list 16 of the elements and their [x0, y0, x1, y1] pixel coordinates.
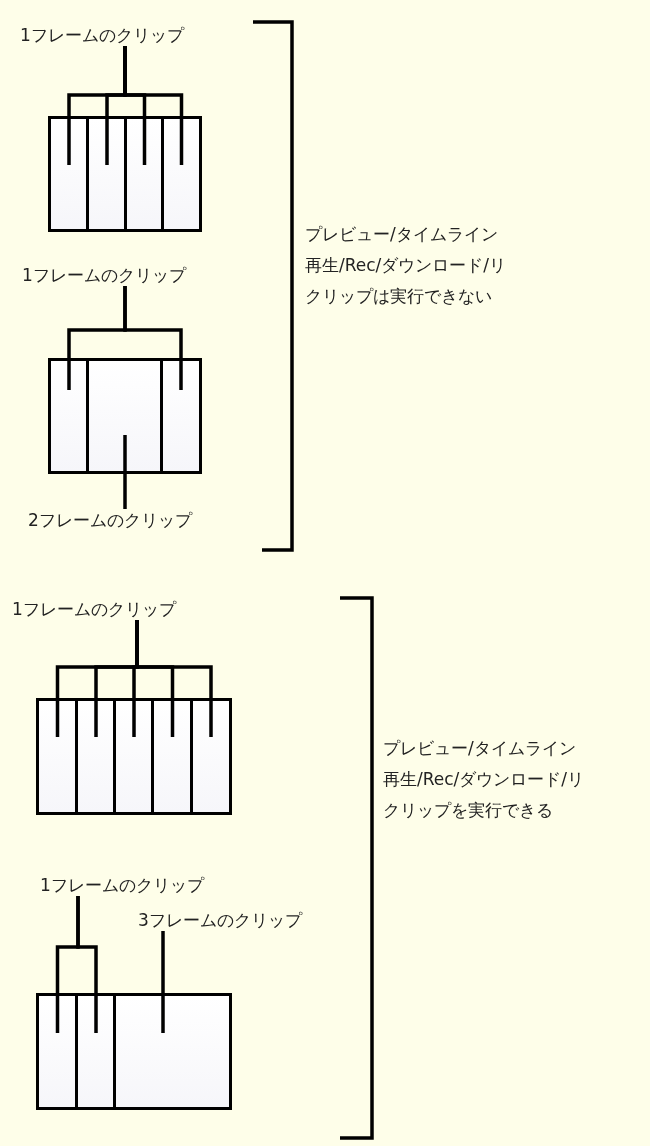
note-text: プレビュー/タイムライン再生/Rec/ダウンロード/リクリップは実行できない	[305, 223, 508, 308]
clip-label: 1フレームのクリップ	[20, 24, 184, 46]
leader-line	[76, 896, 98, 1033]
frame-cell	[160, 358, 202, 474]
frame-cell	[190, 698, 232, 815]
frame-cell	[161, 116, 202, 232]
clip-label: 1フレームのクリップ	[40, 874, 204, 896]
clip-label: 3フレームのクリップ	[138, 909, 302, 931]
note-text: プレビュー/タイムライン再生/Rec/ダウンロード/リクリップを実行できる	[383, 737, 586, 822]
frame-cell	[113, 993, 232, 1110]
clip-label: 1フレームのクリップ	[22, 264, 186, 286]
leader-line	[123, 435, 127, 509]
leader-line	[161, 931, 165, 1033]
leader-line	[123, 286, 183, 390]
clip-label: 2フレームのクリップ	[28, 509, 192, 531]
clip-label: 1フレームのクリップ	[12, 598, 176, 620]
